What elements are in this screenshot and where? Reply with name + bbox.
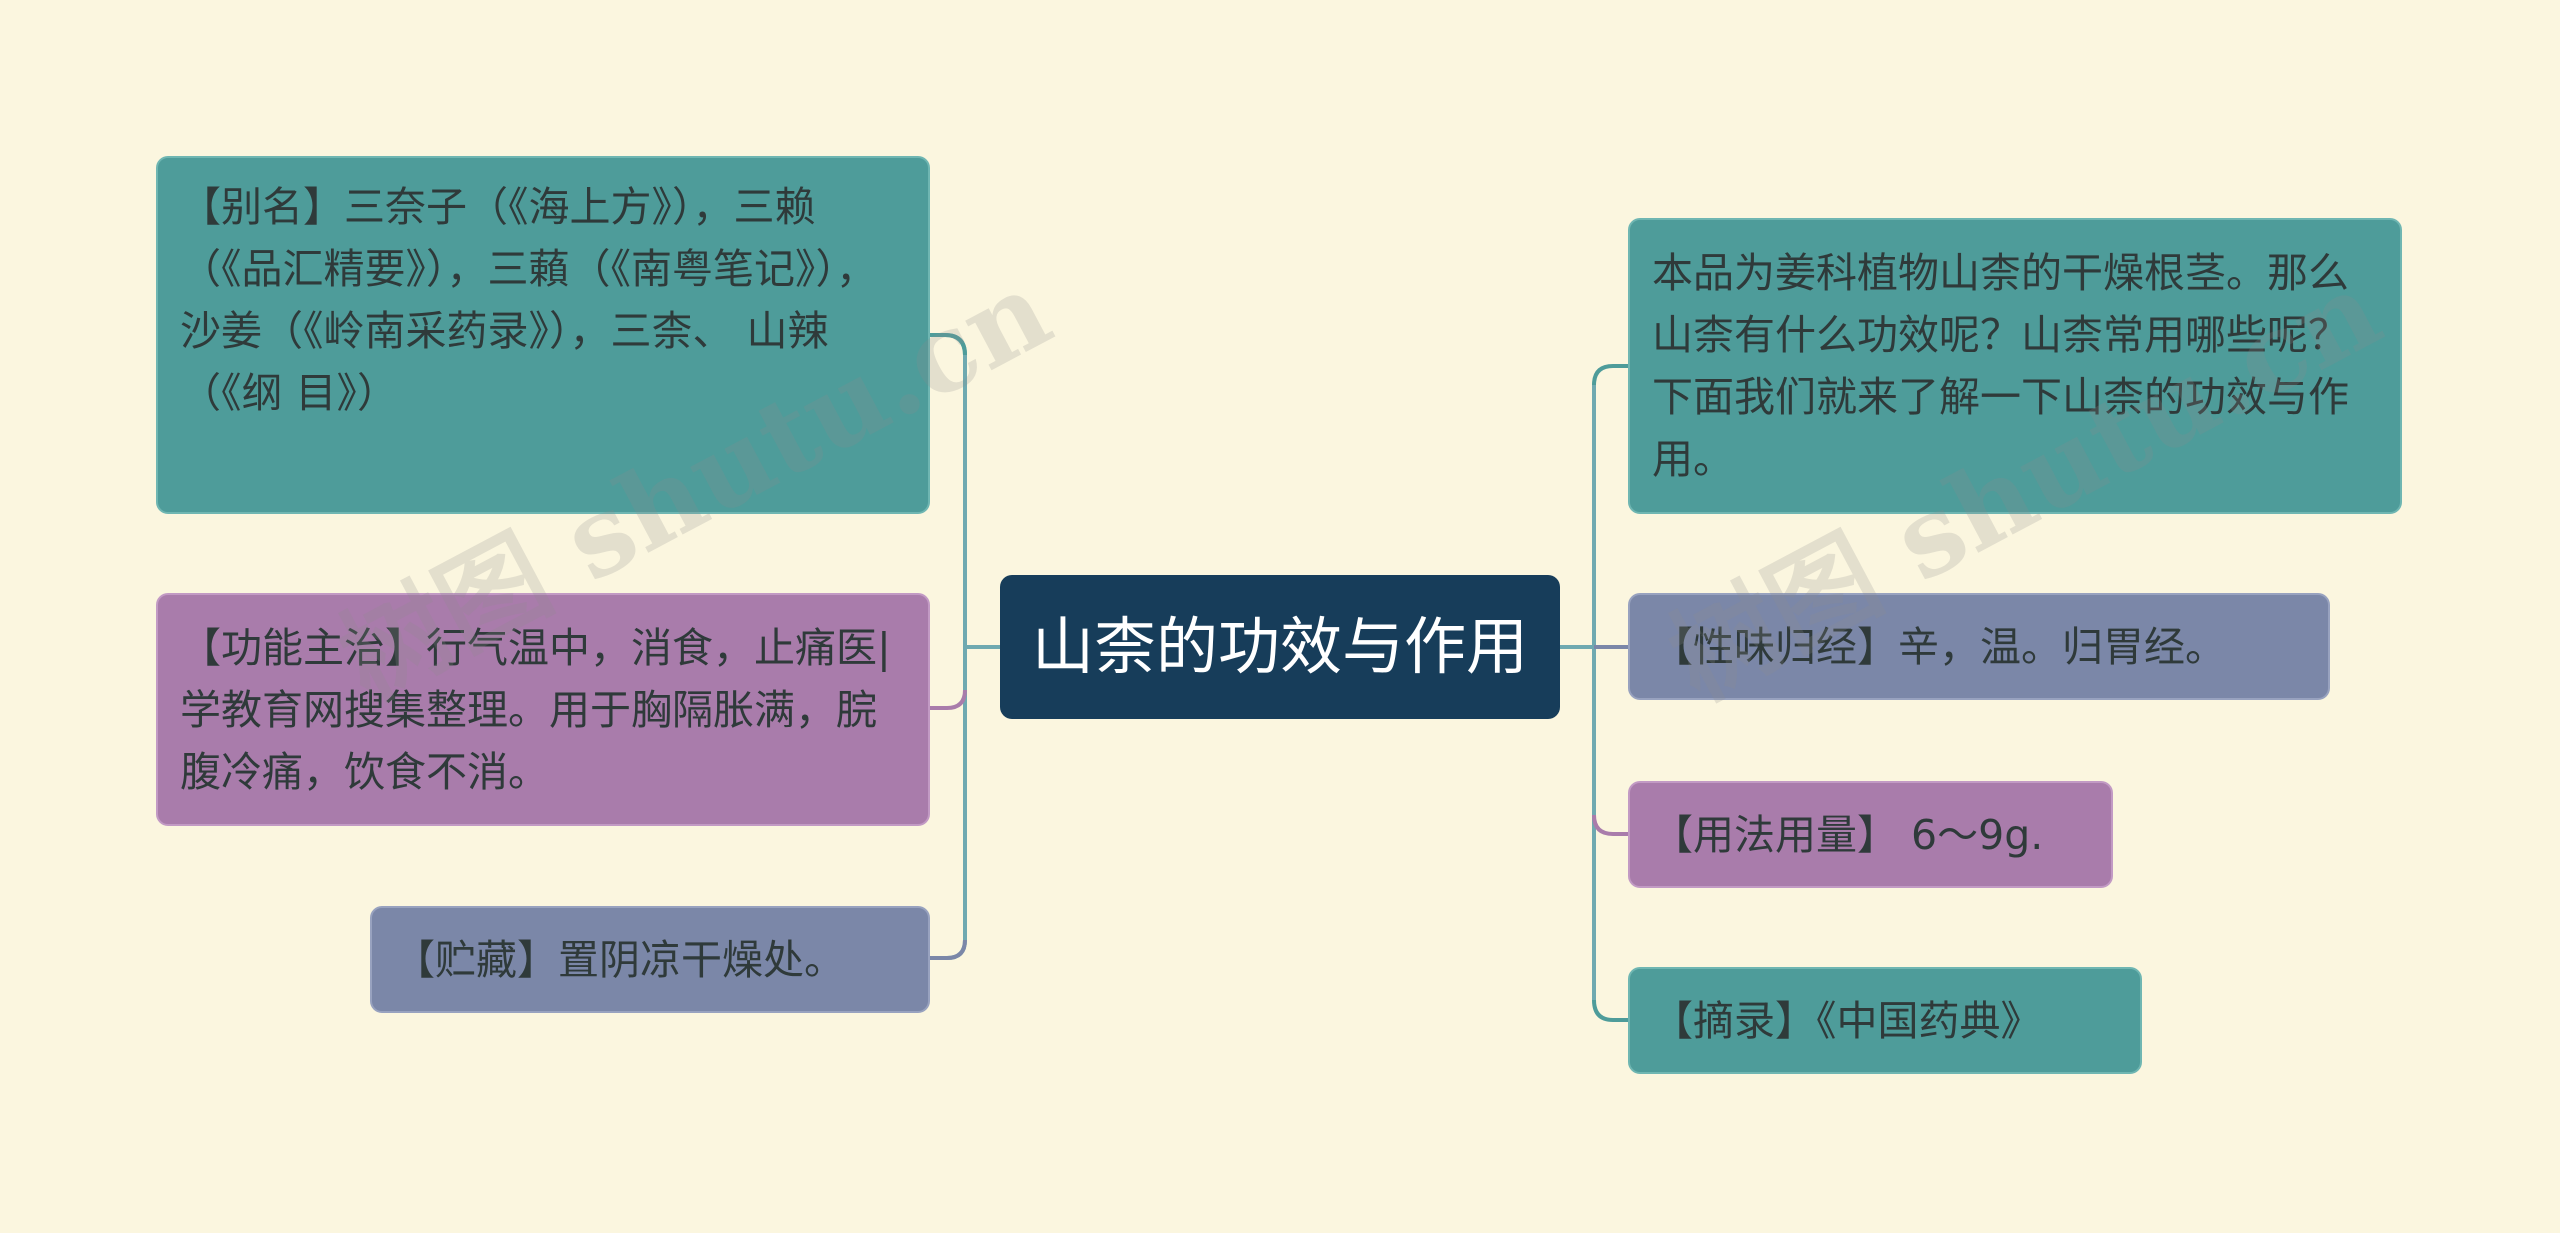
node-usage-text: 【用法用量】 6～9g.	[1652, 810, 2044, 859]
connector-left-function	[930, 689, 967, 710]
node-function-text: 【功能主治】行气温中，消食，止痛医|学教育网搜集整理。用于胸隔胀满，脘腹冷痛，饮…	[180, 623, 891, 796]
node-intro-text: 本品为姜科植物山柰的干燥根茎。那么山柰有什么功效呢？山柰常用哪些呢？下面我们就来…	[1652, 249, 2349, 483]
connector-right-intro	[1592, 364, 1628, 386]
connector-left-storage	[930, 939, 967, 960]
node-taste-text: 【性味归经】辛，温。归胃经。	[1652, 622, 2226, 671]
node-function[interactable]: 【功能主治】行气温中，消食，止痛医|学教育网搜集整理。用于胸隔胀满，脘腹冷痛，饮…	[156, 593, 930, 826]
node-excerpt-text: 【摘录】《中国药典》	[1652, 996, 2042, 1045]
connector-right-usage	[1592, 814, 1628, 836]
connector-right-excerpt	[1592, 999, 1628, 1022]
center-topic-title: 山柰的功效与作用	[1031, 610, 1528, 683]
connector-left-alias	[930, 333, 967, 356]
node-storage-text: 【贮藏】置阴凉干燥处。	[394, 935, 845, 984]
node-excerpt[interactable]: 【摘录】《中国药典》	[1628, 967, 2142, 1074]
center-topic[interactable]: 山柰的功效与作用	[1000, 575, 1560, 719]
node-alias[interactable]: 【别名】三奈子（《海上方》），三赖（《品汇精要》），三藾（《南粤笔记》），沙姜（…	[156, 156, 930, 514]
node-storage[interactable]: 【贮藏】置阴凉干燥处。	[370, 906, 930, 1013]
node-intro[interactable]: 本品为姜科植物山柰的干燥根茎。那么山柰有什么功效呢？山柰常用哪些呢？下面我们就来…	[1628, 218, 2402, 514]
node-taste[interactable]: 【性味归经】辛，温。归胃经。	[1628, 593, 2330, 700]
connector-left-spine	[930, 333, 967, 960]
node-alias-text: 【别名】三奈子（《海上方》），三赖（《品汇精要》），三藾（《南粤笔记》），沙姜（…	[180, 183, 877, 417]
node-usage[interactable]: 【用法用量】 6～9g.	[1628, 781, 2113, 888]
